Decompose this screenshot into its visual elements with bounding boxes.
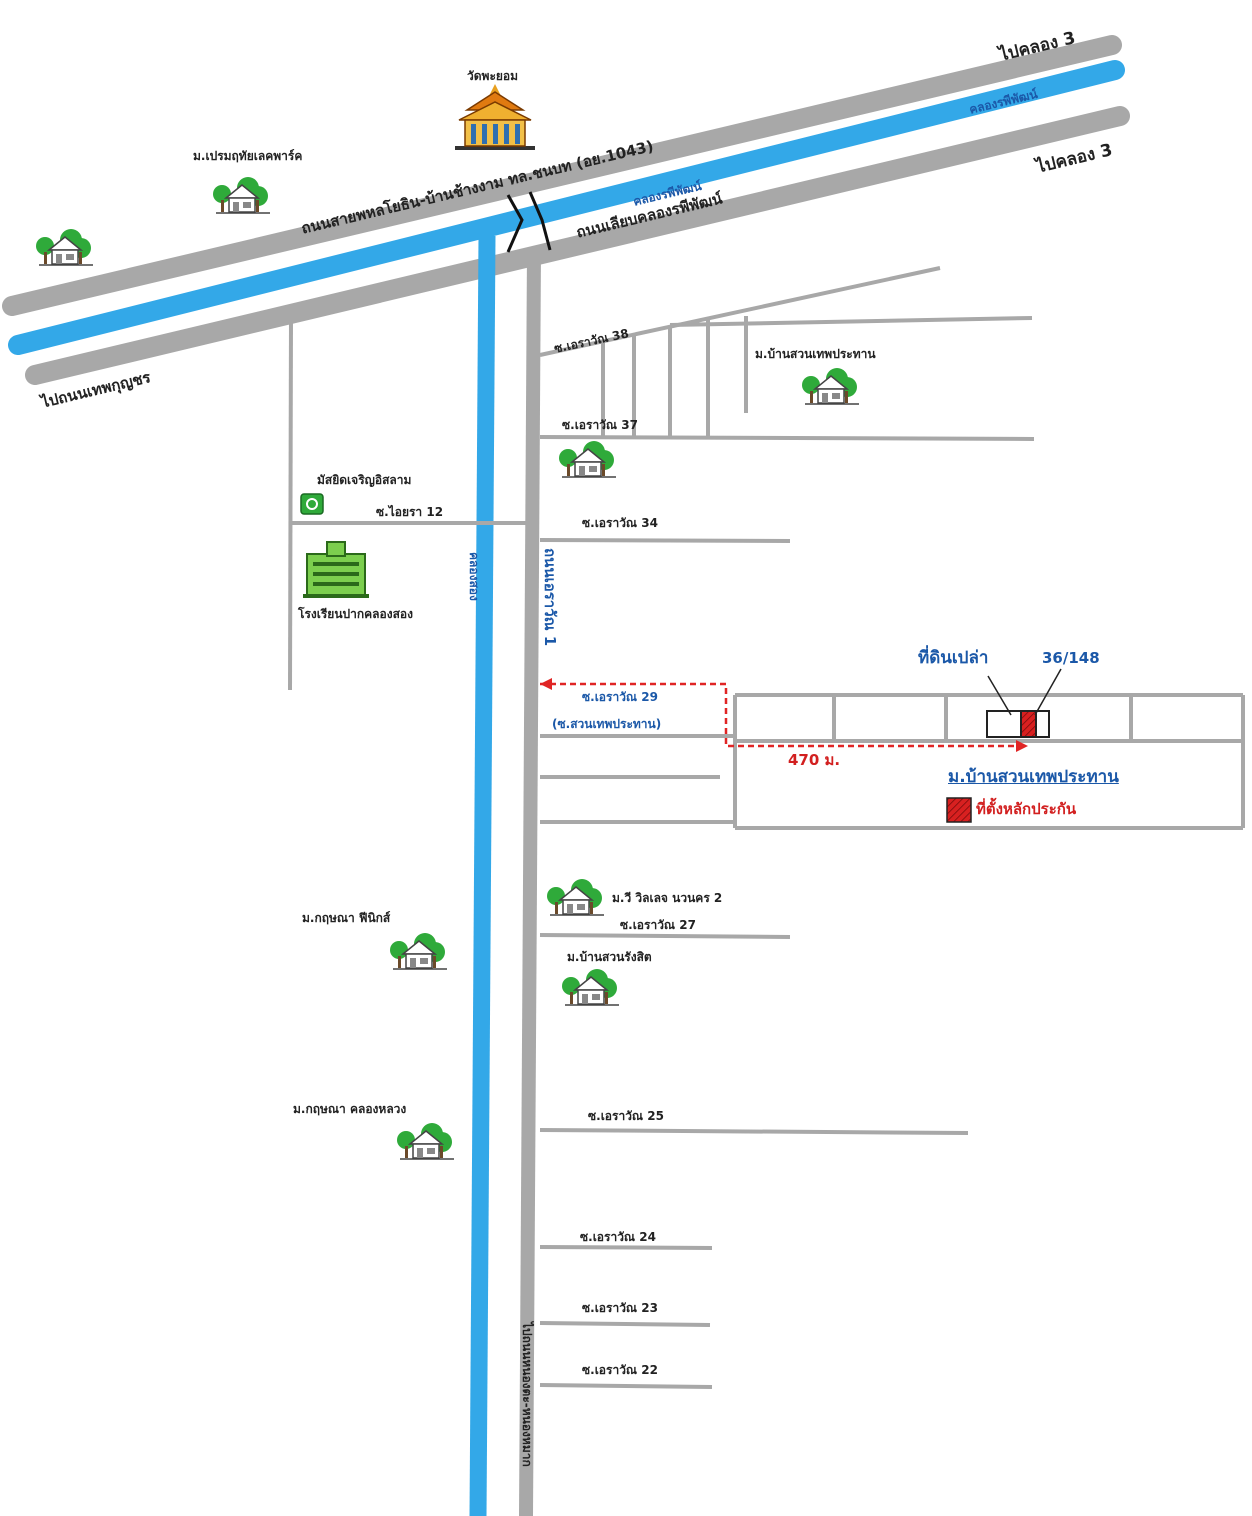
rapiphat-canal	[8, 60, 1125, 355]
route-to-site	[540, 682, 1020, 748]
temple-label: วัดพะยอม	[467, 69, 519, 83]
vacant-land-pointer	[987, 675, 1012, 716]
khlong-song-label: คลองสอง	[467, 552, 481, 601]
left-local-road	[288, 317, 293, 691]
krisana-khlongluang-label: ม.กฤษณา คลองหลวง	[293, 1102, 407, 1116]
soi-24-road	[539, 1245, 713, 1250]
mosque-icon	[300, 493, 324, 515]
village-site-label: ม.บ้านสวนเทพประทาน	[948, 767, 1119, 787]
house-tree-icon-soi37	[558, 440, 617, 478]
vacant-land-label: ที่ดินเปล่า	[918, 648, 989, 668]
prem-village-label: ม.เปรมฤทัยเลคพาร์ค	[193, 149, 303, 163]
soi-27-label: ซ.เอราวัณ 27	[620, 918, 696, 932]
suan-rangsit-label: ม.บ้านสวนรังสิต	[567, 950, 652, 964]
collateral-plot	[1020, 710, 1037, 738]
legend-collateral-label: ที่ตั้งหลักประกัน	[976, 800, 1077, 818]
legend-collateral-swatch	[946, 797, 972, 823]
house-tree-icon-far-left	[35, 228, 94, 266]
route-arrow-right	[1016, 740, 1028, 752]
ueravan1-road	[519, 249, 541, 1516]
house-tree-icon-prem	[212, 176, 271, 214]
soi-38-road	[539, 266, 941, 357]
soi-29-label: ซ.เอราวัณ 29	[582, 690, 658, 704]
school-label: โรงเรียนปากคลองสอง	[298, 607, 413, 621]
vacant-land-plot	[986, 710, 1022, 738]
adjacent-plot	[1035, 710, 1050, 738]
distance-label: 470 ม.	[788, 751, 841, 769]
house-tree-icon-krisana-khlongluang	[396, 1122, 455, 1160]
temple-icon	[455, 84, 535, 150]
to-lam-luk-ka-label: ไปถนนหนองตะ-หนองหมาก	[520, 1322, 534, 1467]
soi-27-road	[539, 933, 791, 939]
soi-37-road	[539, 435, 1035, 441]
soi-aiyara12-label: ซ.ไอยรา 12	[376, 505, 444, 519]
soi-34-label: ซ.เอราวัณ 34	[582, 516, 658, 530]
khlong-song-canal	[469, 235, 496, 1516]
plot-number-label: 36/148	[1042, 649, 1100, 667]
soi-25-label: ซ.เอราวัณ 25	[588, 1109, 664, 1123]
soi-24-label: ซ.เอราวัณ 24	[580, 1230, 656, 1244]
house-tree-icon-suanthep	[801, 367, 860, 405]
route-arrow-left	[540, 678, 552, 690]
soi-34-road	[539, 538, 791, 543]
canal-side-road	[25, 106, 1130, 385]
school-icon	[303, 541, 369, 598]
villa-nakorn-label: ม.วี วิลเลจ นวนคร 2	[612, 891, 723, 905]
ueravan1-label: ถนนเอราวัณ 1	[541, 548, 559, 647]
soi-23-road	[539, 1321, 711, 1327]
soi-37-label: ซ.เอราวัณ 37	[562, 418, 638, 432]
house-tree-icon-krisana-phoenix	[389, 932, 448, 970]
soi-22-road	[539, 1383, 713, 1389]
soi-29-alt-label: (ซ.สวนเทพประทาน)	[552, 717, 662, 731]
village-block-grid	[733, 693, 1245, 830]
suanthep-top-label: ม.บ้านสวนเทพประทาน	[755, 347, 876, 361]
soi-25-road	[539, 1128, 969, 1135]
plot-number-pointer	[1034, 668, 1062, 716]
house-tree-icon-villa	[546, 878, 605, 916]
main-highway-road	[2, 35, 1122, 316]
soi-22-label: ซ.เอราวัณ 22	[582, 1363, 658, 1377]
soi-23-label: ซ.เอราวัณ 23	[582, 1301, 658, 1315]
bridge-marker	[506, 191, 552, 253]
house-tree-icon-suan-rangsit	[561, 968, 620, 1006]
krisana-phoenix-label: ม.กฤษณา ฟีนิกส์	[302, 911, 391, 925]
soi-38-branch	[669, 316, 1033, 327]
mosque-label: มัสยิดเจริญอิสลาม	[317, 473, 412, 487]
